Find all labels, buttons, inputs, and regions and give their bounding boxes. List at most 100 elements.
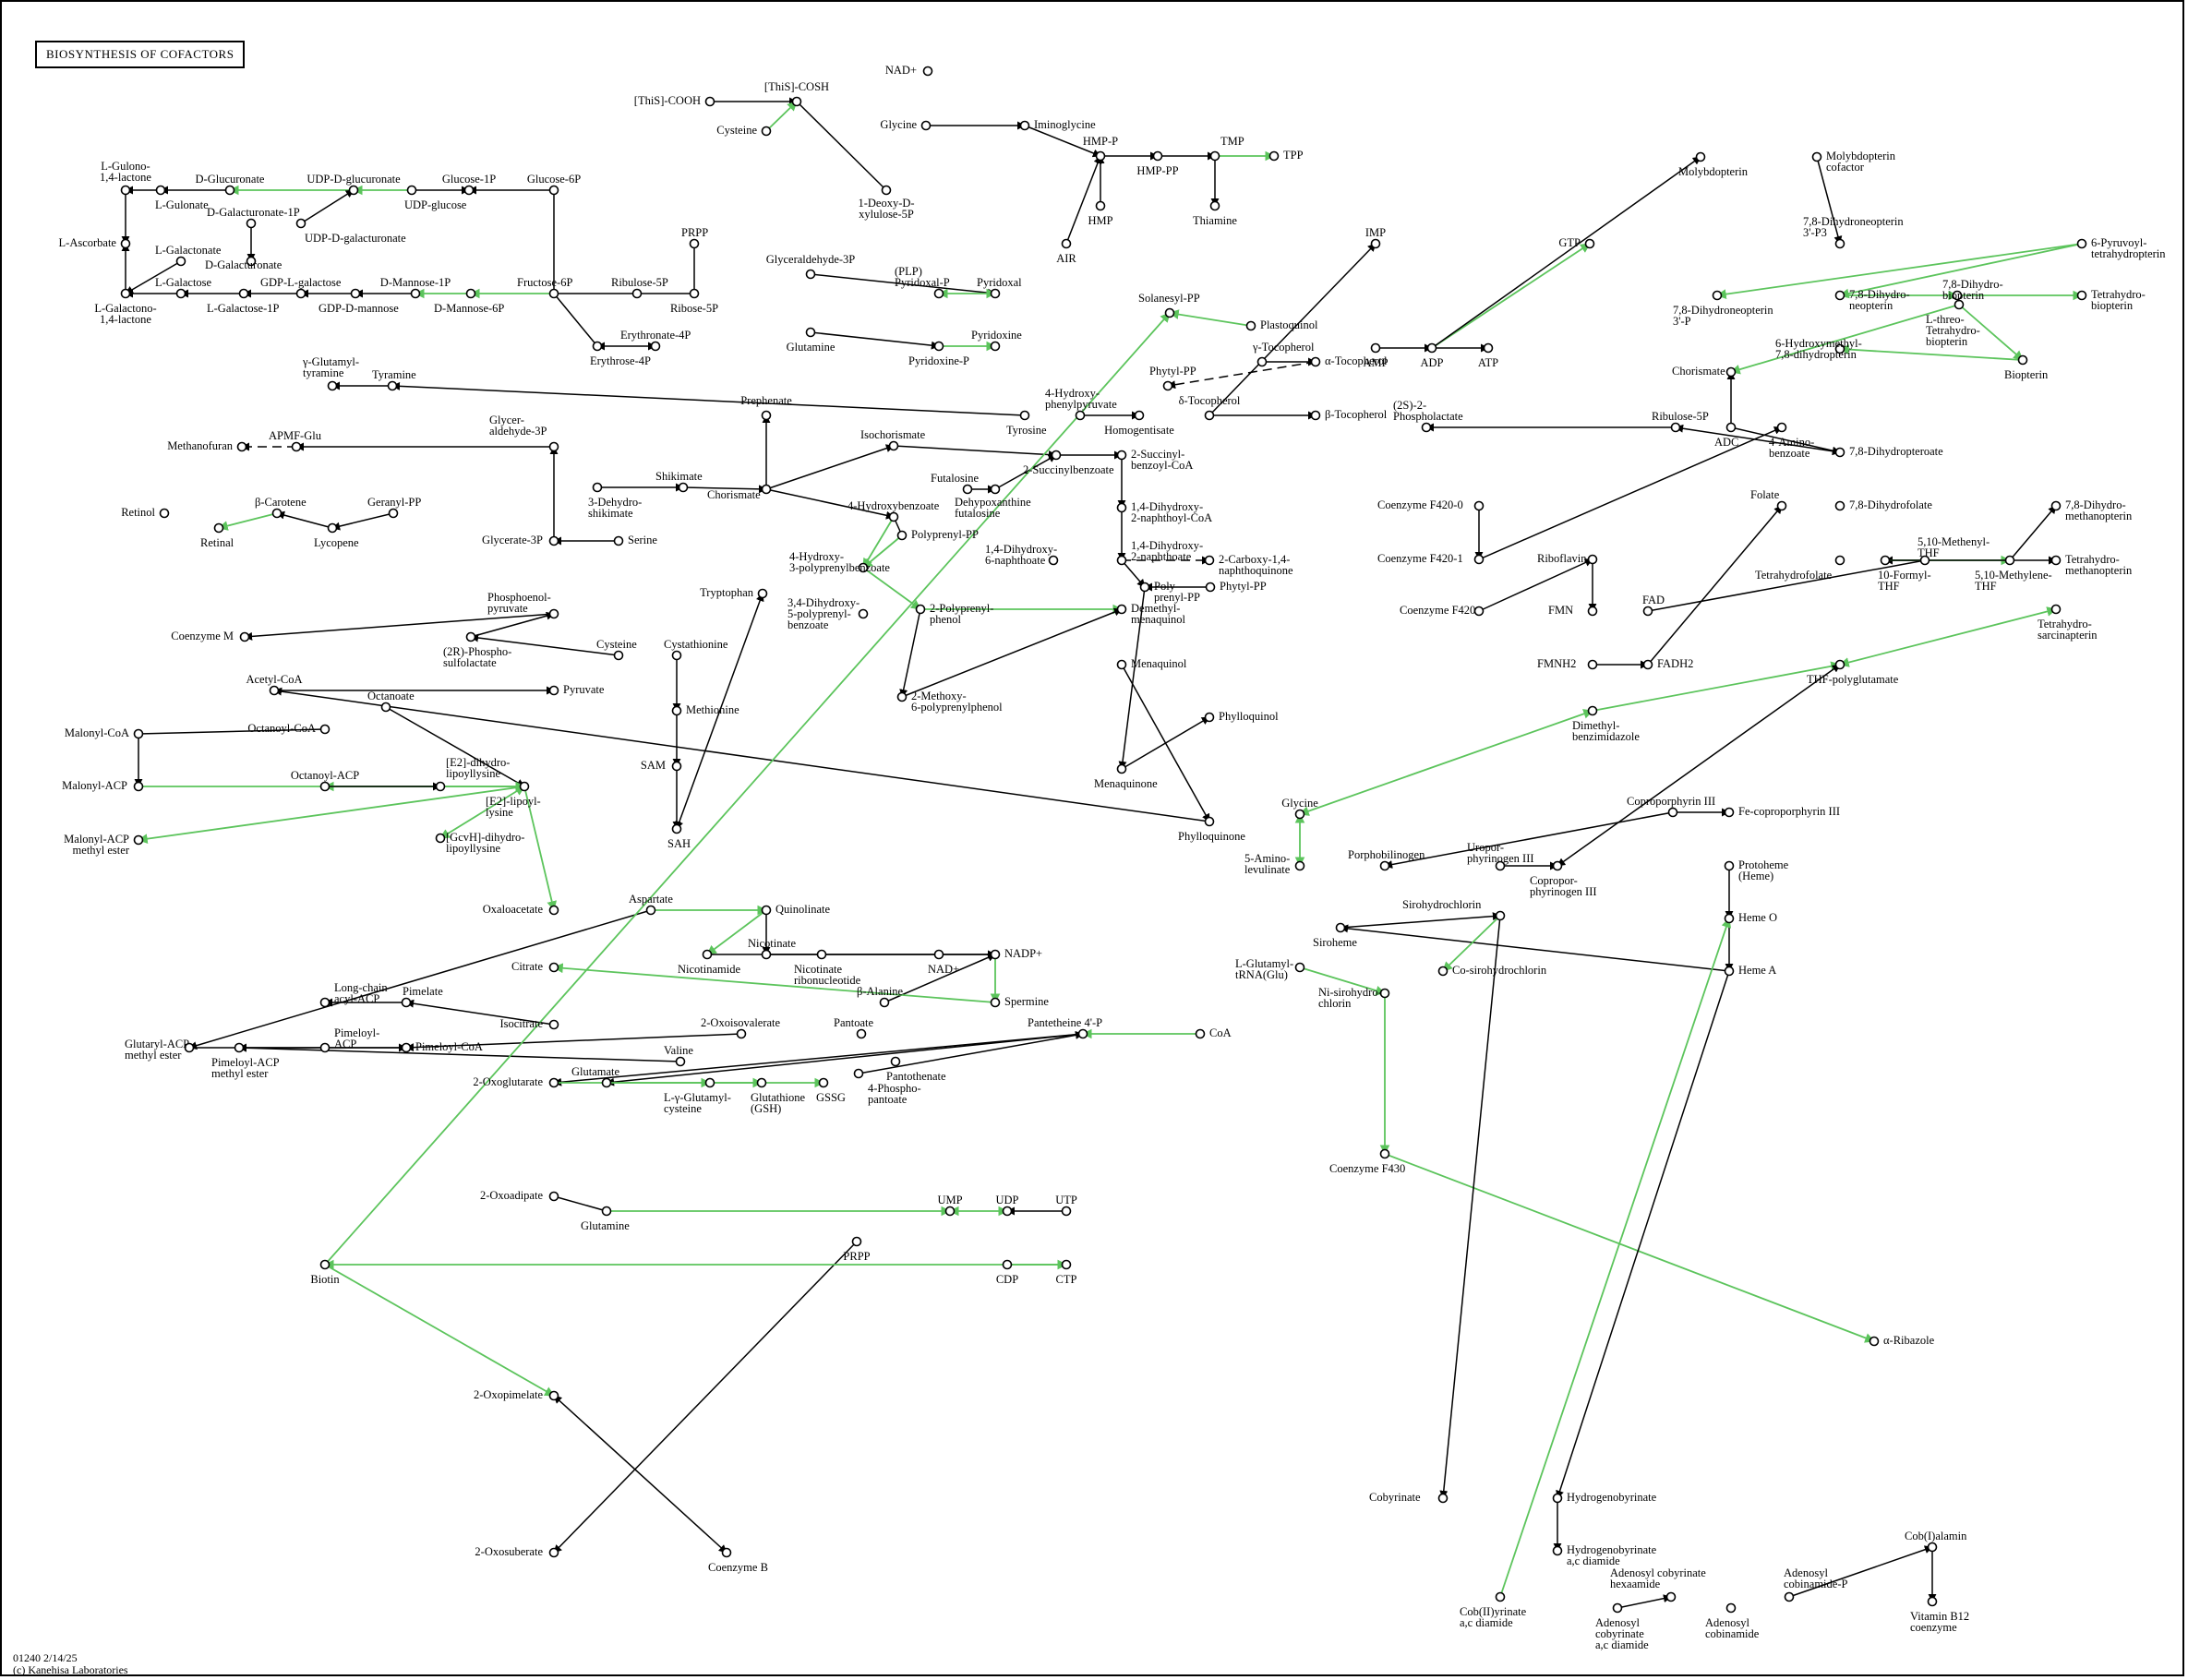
compound-node-adenosyl-cobinamide-p[interactable] — [1784, 1591, 1795, 1602]
compound-node-valine[interactable] — [675, 1056, 686, 1067]
compound-label-ctp[interactable]: CTP — [1055, 1273, 1077, 1286]
compound-label-1-4-dihydroxy-6-naphthoate[interactable]: 1,4-Dihydroxy- 6-naphthoate — [985, 543, 1058, 567]
compound-label-glycerate-3p[interactable]: Glycerate-3P — [482, 534, 543, 546]
compound-node-atp[interactable] — [1483, 342, 1494, 354]
compound-node-pimeloyl-coa[interactable] — [401, 1042, 412, 1053]
compound-label-phytyl-pp[interactable]: Phytyl-PP — [1149, 365, 1196, 378]
compound-node-2r-phospho-sulfolactate[interactable] — [465, 631, 476, 642]
compound-node-spermine[interactable] — [990, 997, 1001, 1008]
compound-label-phytyl-pp[interactable]: Phytyl-PP — [1220, 580, 1267, 593]
compound-node-amp[interactable] — [1370, 342, 1381, 354]
compound-node-phosphoenol-pyruvate[interactable] — [548, 608, 559, 619]
reaction-edge[interactable] — [1715, 243, 2083, 299]
compound-label-cystathionine[interactable]: Cystathionine — [664, 638, 728, 651]
compound-label-d-mannose-6p[interactable]: D-Mannose-6P — [434, 302, 505, 315]
reaction-edge[interactable] — [1647, 505, 1783, 666]
compound-label-gtp[interactable]: GTP — [1558, 236, 1581, 249]
compound-label-glycine[interactable]: Glycine — [1281, 797, 1318, 810]
compound-node-alanine[interactable] — [879, 997, 890, 1008]
compound-label-l-glutamyl-trna-glu[interactable]: L-Glutamyl- tRNA(Glu) — [1235, 957, 1294, 981]
compound-label-l-gulono-1-4-lactone[interactable]: L-Gulono- 1,4-lactone — [100, 160, 151, 184]
compound-node-pantoate[interactable] — [856, 1028, 867, 1039]
reaction-edge[interactable] — [675, 593, 764, 830]
compound-label-solanesyl-pp[interactable]: Solanesyl-PP — [1138, 292, 1200, 305]
compound-node-octanoate[interactable] — [380, 702, 391, 713]
reaction-edge[interactable] — [893, 445, 1057, 460]
compound-node-udp-d-galacturonate[interactable] — [295, 218, 307, 229]
compound-node-l-ascorbate[interactable] — [120, 238, 131, 249]
compound-label-2-polyprenyl-phenol[interactable]: 2-Polyprenyl- phenol — [930, 602, 994, 626]
compound-label-riboflavin[interactable]: Riboflavin — [1537, 552, 1587, 565]
compound-node-apmf-glu[interactable] — [291, 441, 302, 452]
compound-label-6-hydroxymethyl-7-8-dihydropterin[interactable]: 6-Hydroxymethyl- 7,8-dihydropterin — [1775, 337, 1862, 361]
compound-node-retinol[interactable] — [159, 508, 170, 519]
compound-label-fructose-6p[interactable]: Fructose-6P — [517, 276, 573, 289]
reaction-edge[interactable] — [385, 706, 525, 787]
compound-node-e2-dihydro-lipoyllysine[interactable] — [435, 781, 446, 792]
compound-node-l-gulono-1-4-lactone[interactable] — [120, 185, 131, 196]
compound-label-cysteine[interactable]: Cysteine — [596, 638, 637, 651]
compound-label-l-ascorbate[interactable]: L-Ascorbate — [58, 236, 116, 249]
compound-node-l-threo-tetrahydro-biopterin[interactable] — [1954, 299, 1965, 310]
compound-label-geranyl-pp[interactable]: Geranyl-PP — [367, 496, 422, 509]
reaction-edge[interactable] — [1439, 915, 1501, 1499]
compound-node-hmp-p[interactable] — [1095, 150, 1106, 162]
compound-label-menaquinol[interactable]: Menaquinol — [1131, 657, 1187, 670]
compound-node-malonyl-acp[interactable] — [133, 781, 144, 792]
compound-node-molybdopterin-cofactor[interactable] — [1811, 151, 1822, 162]
compound-node-cobyrinate[interactable] — [1437, 1493, 1449, 1504]
compound-label-porphobilinogen[interactable]: Porphobilinogen — [1348, 848, 1425, 861]
compound-label-4-hydroxy-3-polyprenylbenzoate[interactable]: 4-Hydroxy- 3-polyprenylbenzoate — [789, 550, 890, 574]
compound-label-molybdopterin-cofactor[interactable]: Molybdopterin cofactor — [1826, 150, 1895, 174]
compound-label-gdp-l-galactose[interactable]: GDP-L-galactose — [260, 276, 342, 289]
compound-node-7-8-dihydroneopterin-3-p3[interactable] — [1834, 238, 1845, 249]
compound-label-retinal[interactable]: Retinal — [200, 536, 234, 549]
compound-label-siroheme[interactable]: Siroheme — [1313, 936, 1357, 949]
compound-node-methanofuran[interactable] — [236, 441, 247, 452]
reaction-edge[interactable] — [1024, 125, 1101, 158]
compound-label-oxaloacetate[interactable]: Oxaloacetate — [482, 903, 543, 916]
reaction-edge[interactable] — [1557, 664, 1841, 867]
compound-node-d-mannose-1p[interactable] — [410, 288, 421, 299]
compound-label-d-galacturonate-1p[interactable]: D-Galacturonate-1P — [207, 206, 300, 219]
compound-node-2-oxopimelate[interactable] — [548, 1390, 559, 1401]
compound-label-alanine[interactable]: β-Alanine — [857, 985, 904, 998]
compound-node-pantetheine-4-p[interactable] — [1077, 1028, 1088, 1039]
compound-label-isochorismate[interactable]: Isochorismate — [860, 428, 926, 441]
compound-label-tetrahydro-sarcinapterin[interactable]: Tetrahydro- sarcinapterin — [2038, 618, 2098, 642]
compound-label-l-gulonate[interactable]: L-Gulonate — [155, 198, 209, 211]
reaction-edge[interactable] — [553, 293, 598, 347]
compound-label-pyridoxal[interactable]: Pyridoxal — [977, 276, 1022, 289]
compound-node-shikimate[interactable] — [678, 482, 689, 493]
compound-node-10-formyl-thf[interactable] — [1880, 555, 1891, 566]
compound-node-2-oxoadipate[interactable] — [548, 1191, 559, 1202]
compound-label-lycopene[interactable]: Lycopene — [314, 536, 359, 549]
compound-node-glutamine[interactable] — [601, 1206, 612, 1217]
compound-node-prephenate[interactable] — [761, 410, 772, 421]
reaction-edge[interactable] — [1478, 558, 1593, 612]
reaction-edge[interactable] — [405, 999, 555, 1026]
compound-node-fmn[interactable] — [1587, 606, 1598, 617]
compound-label-tocopherol[interactable]: γ-Tocopherol — [1253, 341, 1315, 354]
compound-node-pyruvate[interactable] — [548, 685, 559, 696]
compound-label-pyruvate[interactable]: Pyruvate — [563, 683, 605, 696]
compound-node-coa[interactable] — [1195, 1028, 1206, 1039]
compound-node-phylloquinol[interactable] — [1204, 712, 1215, 723]
reaction-edge[interactable] — [901, 607, 1123, 698]
compound-node-udp-d-glucuronate[interactable] — [348, 185, 359, 196]
compound-label-copropor-phyrinogen-iii[interactable]: Copropor- phyrinogen III — [1530, 874, 1597, 898]
compound-label-l-galactono-1-4-lactone[interactable]: L-Galactono- 1,4-lactone — [94, 302, 157, 326]
compound-label-pimelate[interactable]: Pimelate — [403, 985, 443, 998]
compound-label-adenosyl-cobinamide[interactable]: Adenosyl cobinamide — [1705, 1616, 1760, 1640]
compound-node-glutamyl-tyramine[interactable] — [327, 380, 338, 391]
compound-node-adenosyl-cobyrinate-a-c-diamide[interactable] — [1612, 1602, 1623, 1614]
compound-label-tyramine[interactable]: Tyramine — [372, 368, 416, 381]
compound-label-7-8-dihydro-methanopterin[interactable]: 7,8-Dihydro- methanopterin — [2065, 498, 2133, 522]
compound-label-gssg[interactable]: GSSG — [816, 1091, 846, 1104]
compound-label-dimethyl-benzimidazole[interactable]: Dimethyl- benzimidazole — [1572, 719, 1640, 743]
reaction-edge[interactable] — [2009, 505, 2057, 561]
compound-node-plp-pyridoxal-p[interactable] — [933, 288, 944, 299]
compound-node-riboflavin[interactable] — [1587, 554, 1598, 565]
compound-node-adp[interactable] — [1426, 342, 1437, 354]
compound-node-fad[interactable] — [1642, 606, 1653, 617]
